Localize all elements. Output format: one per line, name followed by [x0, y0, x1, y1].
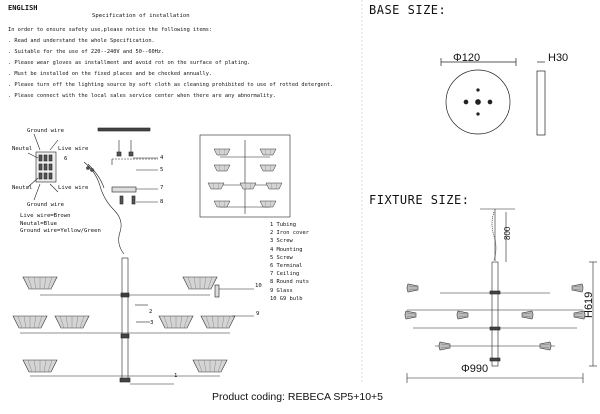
fixture-drawing	[404, 208, 597, 383]
legend-item: 4 Mounting	[270, 246, 303, 253]
fixture-diameter-label: Φ990	[461, 363, 489, 375]
legend-item: 5 Screw	[270, 254, 293, 261]
callout-7: 7	[160, 185, 164, 191]
base-diameter-label: Φ120	[453, 52, 481, 64]
neutral-label-top: Neutal	[12, 146, 33, 152]
ground-wire-label-top: Ground wire	[27, 128, 65, 134]
wire-note: Live wire=Brown	[20, 213, 71, 219]
legend-item: 10 G9 bulb	[270, 295, 303, 302]
legend-item: 3 Screw	[270, 238, 293, 245]
instruction-item: . Please wear gloves as installment and …	[8, 60, 251, 66]
live-wire-label-top: Live wire	[58, 146, 89, 152]
callout-3: 3	[150, 320, 154, 326]
legend-item: 8 Round nuts	[270, 279, 309, 286]
callout-9: 9	[256, 311, 260, 317]
instruction-item: In order to ensure safety use,please not…	[8, 27, 213, 33]
fixture-exploded	[12, 257, 254, 385]
legend-item: 6 Terminal	[270, 263, 303, 270]
canopy-exploded	[83, 127, 158, 255]
instruction-item: . Read and understand the whole Specific…	[8, 38, 155, 44]
ground-wire-label-bottom: Ground wire	[27, 202, 65, 208]
legend-item: 9 Glass	[270, 287, 293, 294]
preview-frame	[199, 134, 291, 218]
wire-note: Ground wire=Yellow/Green	[20, 228, 101, 234]
instructions-list: In order to ensure safety use,please not…	[8, 25, 338, 102]
callout-6: 6	[64, 156, 68, 162]
base-height-label: H30	[548, 52, 569, 64]
callout-5: 5	[160, 167, 164, 173]
legend-item: 1 Tubing	[270, 222, 296, 228]
legend-item: 2 Iron cover	[270, 230, 309, 237]
fixture-size-title: FIXTURE SIZE:	[369, 193, 470, 207]
instruction-item: . Please connect with the local sales se…	[8, 93, 276, 99]
callout-2: 2	[149, 309, 153, 315]
base-size-title: BASE SIZE:	[369, 3, 447, 17]
callout-10: 10	[255, 283, 262, 289]
legend-item: 7 Ceiling	[270, 271, 300, 278]
base-drawing	[440, 58, 546, 136]
product-coding: Product coding: REBECA SP5+10+5	[212, 391, 384, 403]
terminal-diagram	[27, 133, 59, 201]
instruction-item: . Please turn off the lighting source by…	[8, 82, 334, 88]
callout-8: 8	[160, 199, 164, 205]
language-heading: ENGLISH	[8, 4, 38, 12]
wire-color-notes: Live wire=Brown Neutal=Blue Ground wire=…	[20, 213, 101, 236]
live-wire-label-bottom: Live wire	[58, 185, 89, 191]
instruction-item: . Must be installed on the fixed places …	[8, 71, 213, 77]
instruction-item: . Suitable for the use of 220--240V and …	[8, 49, 165, 55]
wire-note: Neutal=Blue	[20, 220, 58, 227]
neutral-label-bottom: Neutal	[12, 185, 33, 191]
callout-4: 4	[160, 155, 164, 161]
parts-legend: 1 Tubing 2 Iron cover 3 Screw 4 Mounting…	[270, 221, 309, 303]
spec-title: Specification of installation	[92, 13, 190, 19]
